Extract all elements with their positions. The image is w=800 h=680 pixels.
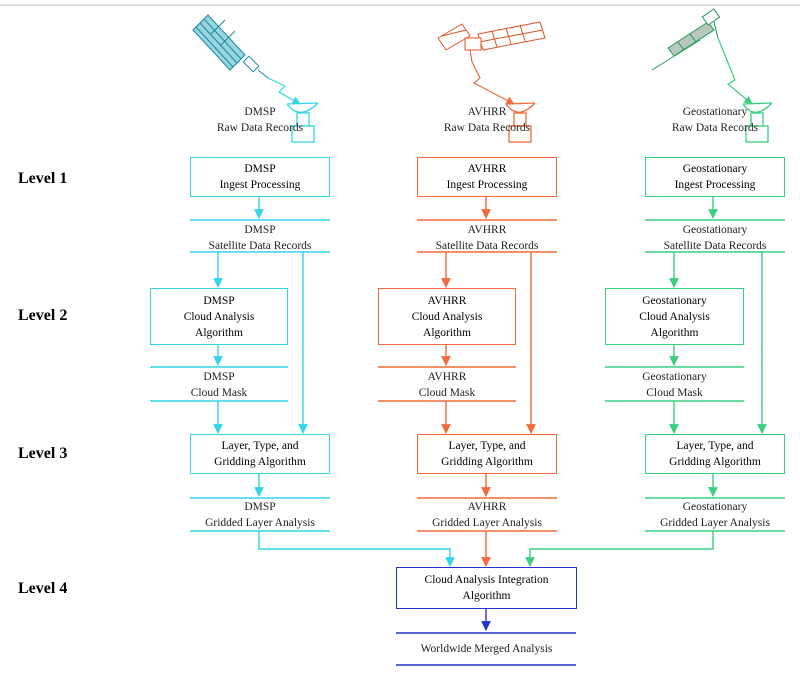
dmsp-grid-to-integration-arrow <box>258 531 455 567</box>
avhrr-downlink-icon <box>471 61 515 105</box>
level-3-label: Level 3 <box>18 445 68 462</box>
level-2-label: Level 2 <box>18 307 68 324</box>
avhrr-satellite-icon <box>437 21 546 63</box>
level-4-label: Level 4 <box>18 580 68 597</box>
geo-grid-to-integration-arrow <box>525 531 714 567</box>
dmsp-downlink-icon <box>267 77 301 105</box>
dmsp-satellite-icon <box>192 14 269 79</box>
dmsp-dish-icon <box>286 102 319 143</box>
level-1-label: Level 1 <box>18 170 68 187</box>
geo-dish-icon <box>742 102 773 143</box>
avhrr-dish-icon <box>505 102 536 143</box>
geo-downlink-icon <box>717 37 753 105</box>
geo-satellite-icon <box>651 8 721 71</box>
worldwide-merged-analysis: Worldwide Merged Analysis <box>420 643 553 655</box>
